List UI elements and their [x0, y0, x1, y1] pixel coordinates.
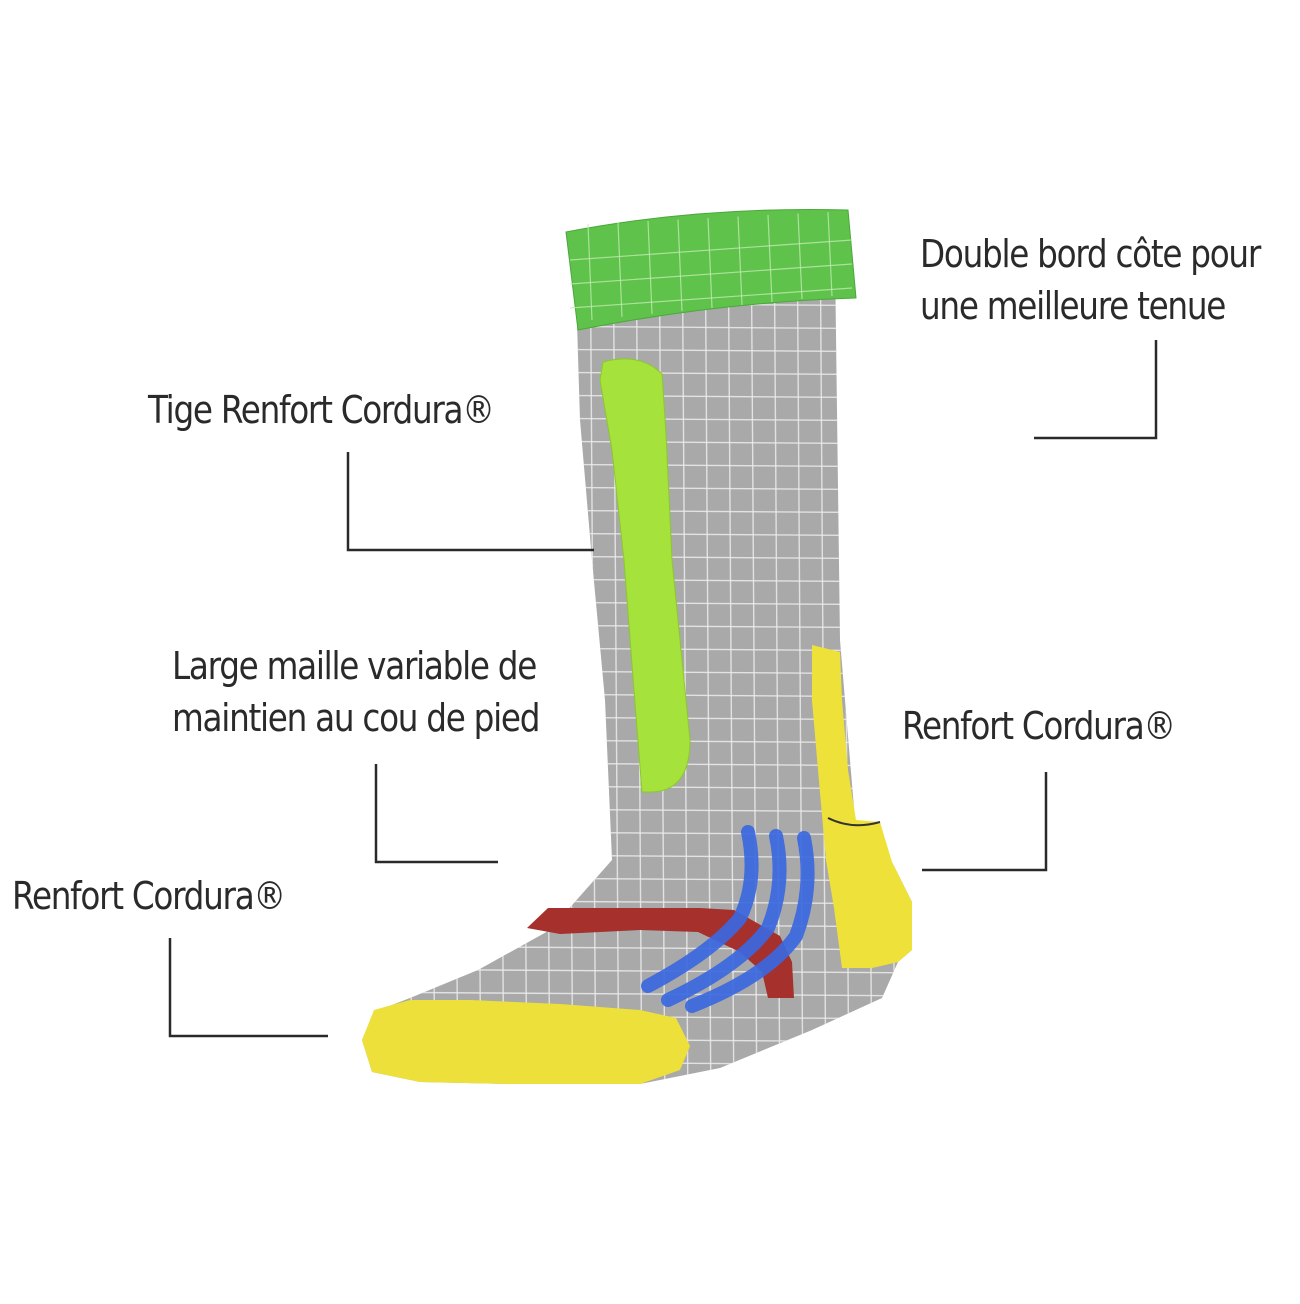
shin-leader-line: [346, 452, 594, 552]
cuff-grid-line: [767, 214, 773, 303]
cuff-grid-line: [569, 287, 853, 309]
heel-leader-line: [922, 772, 1048, 872]
cuff-grid-line: [569, 239, 853, 261]
cuff-leader-line: [1034, 340, 1158, 440]
cuff-grid-line: [677, 219, 683, 312]
grid-vertical-line: [911, 258, 912, 1084]
heel-seam-line: [827, 817, 881, 827]
instep-strand: [685, 831, 815, 1013]
cuff-grid-line: [647, 220, 653, 315]
cuff-grid-line: [797, 213, 803, 300]
cuff-grid-line: [737, 216, 743, 306]
shin-label: Tige Renfort Cordura®: [148, 384, 495, 436]
toe-reinforcement-panel: [362, 1000, 690, 1084]
heel-label: Renfort Cordura®: [902, 700, 1176, 752]
grid-horizontal-line: [362, 1083, 912, 1084]
instep-strand: [661, 829, 787, 1007]
instep-label: Large maille variable de maintien au cou…: [172, 640, 540, 744]
instep-leader-line: [374, 764, 498, 864]
grid-horizontal-line: [340, 210, 940, 214]
heel-label-line-1: Renfort Cordura®: [902, 704, 1176, 748]
cuff-grid-line: [617, 222, 623, 318]
grid-vertical-line: [935, 200, 941, 1120]
toe-label: Renfort Cordura®: [12, 870, 286, 922]
grid-horizontal-line: [362, 991, 912, 997]
shin-label-line-1: Tige Renfort Cordura®: [148, 388, 495, 432]
double-ribbed-cuff: [565, 208, 857, 331]
cuff-grid-line: [707, 217, 713, 309]
cuff-label-line-1: Double bord côte pour: [920, 232, 1261, 276]
instep-strand: [641, 825, 759, 993]
heel-reinforcement-panel: [812, 645, 912, 968]
cuff-label-line-2: une meilleure tenue: [920, 284, 1226, 328]
toe-label-line-1: Renfort Cordura®: [12, 874, 286, 918]
cuff-grid-line: [569, 263, 853, 285]
toe-leader-line: [168, 938, 328, 1038]
grid-vertical-line: [612, 258, 620, 1084]
instep-support-lines: [641, 825, 815, 1013]
cuff-grid-line: [827, 211, 833, 297]
leader-lines: [168, 340, 1158, 1038]
cuff-grid-line: [587, 223, 593, 321]
shin-reinforcement-panel: [599, 358, 691, 793]
grid-horizontal-line: [340, 1107, 940, 1111]
cuff-label: Double bord côte pour une meilleure tenu…: [920, 228, 1261, 332]
instep-label-line-2: maintien au cou de pied: [172, 696, 540, 740]
grid-vertical-line: [704, 258, 712, 1084]
grid-vertical-line: [888, 258, 896, 1084]
instep-label-line-1: Large maille variable de: [172, 644, 537, 688]
grid-vertical-line: [796, 258, 804, 1084]
